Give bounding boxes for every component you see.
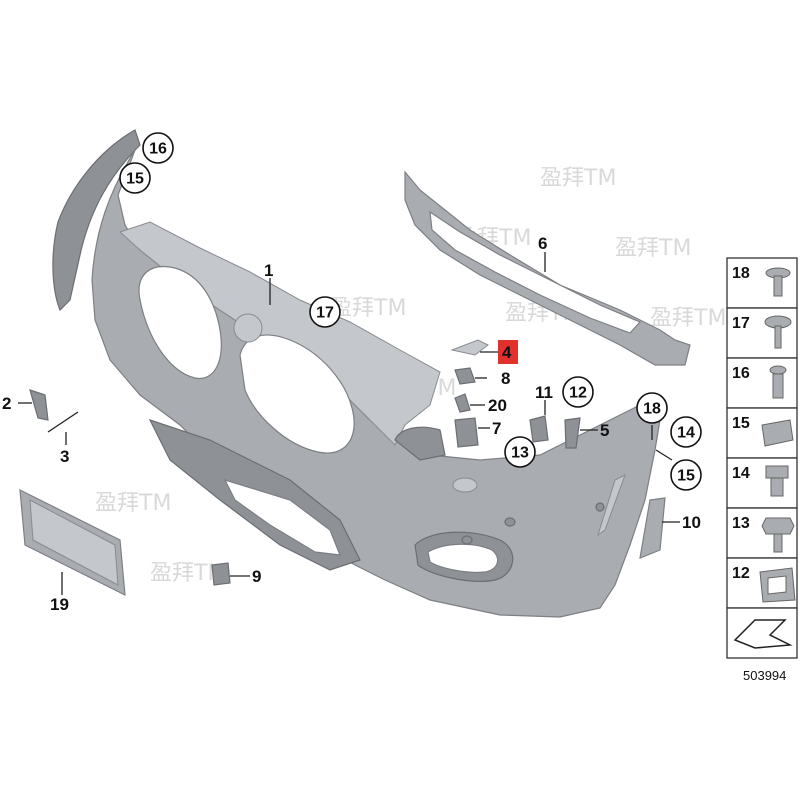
callout-15: 15	[677, 468, 695, 485]
callout-12: 12	[569, 385, 587, 402]
holder-part-9	[211, 562, 231, 586]
figure-number: 503994	[743, 668, 786, 683]
license-plate-base-part	[19, 488, 126, 597]
callout-15: 15	[126, 171, 144, 188]
fastener-legend: 18 17 16 15 14 13	[726, 257, 798, 683]
watermark: 盈拜TM	[650, 306, 726, 331]
callout-6: 6	[538, 234, 547, 253]
tow-hook-cover-part	[450, 339, 489, 356]
callout-13: 13	[511, 445, 529, 462]
legend-number: 17	[732, 315, 750, 332]
watermark: 盈拜TM	[615, 236, 691, 261]
holder-part-5	[564, 417, 581, 449]
upper-carrier-part	[404, 170, 691, 366]
watermark: 盈拜TM	[330, 296, 406, 321]
holder-part-8	[454, 367, 476, 385]
legend-row	[726, 257, 798, 309]
callout-labels: 1 2 3 4 5 6 7 8 9 10 11 19 20	[2, 234, 701, 614]
highlight-box	[498, 340, 518, 364]
legend-number: 14	[732, 465, 750, 482]
callout-7: 7	[492, 419, 501, 438]
legend-number: 16	[732, 365, 750, 382]
callout-4: 4	[502, 343, 512, 362]
bracket-part	[29, 389, 49, 421]
front-bumper-panel	[52, 129, 661, 618]
callout-8: 8	[501, 369, 510, 388]
holder-part-11	[529, 415, 549, 443]
callout-18: 18	[643, 401, 661, 418]
cable-part	[47, 411, 79, 433]
callout-9: 9	[252, 567, 261, 586]
callout-16: 16	[149, 141, 167, 158]
washer-screw-icon	[764, 315, 792, 349]
callout-19: 19	[50, 595, 69, 614]
legend-number: 18	[732, 265, 750, 282]
watermark: 盈拜TM	[95, 491, 171, 516]
side-reflector-part	[639, 497, 666, 559]
legend-number: 12	[732, 565, 750, 582]
spring-nut-icon	[761, 419, 794, 447]
leader-lines	[18, 252, 680, 595]
watermark: 盈拜TM	[540, 166, 616, 191]
clip-nut-icon	[759, 567, 796, 603]
callout-3: 3	[60, 447, 69, 466]
callout-5: 5	[600, 421, 609, 440]
arrow-direction-icon	[733, 619, 793, 649]
circled-callouts: 16 15 17 12 13 18 14 15	[119, 132, 702, 491]
callout-2: 2	[2, 394, 11, 413]
plastic-nut-icon	[765, 465, 789, 497]
holder-part-20	[454, 393, 471, 413]
push-rivet-icon	[765, 267, 791, 297]
callout-10: 10	[682, 513, 701, 532]
expansion-rivet-icon	[769, 365, 787, 399]
holder-part-7	[454, 417, 479, 448]
callout-20: 20	[488, 396, 507, 415]
callout-1: 1	[264, 261, 273, 280]
callout-11: 11	[535, 383, 553, 402]
callout-14: 14	[677, 425, 695, 442]
legend-number: 13	[732, 515, 750, 532]
callout-17: 17	[316, 305, 334, 322]
legend-row	[726, 357, 798, 409]
hex-collar-screw-icon	[761, 517, 795, 553]
legend-number: 15	[732, 415, 750, 432]
